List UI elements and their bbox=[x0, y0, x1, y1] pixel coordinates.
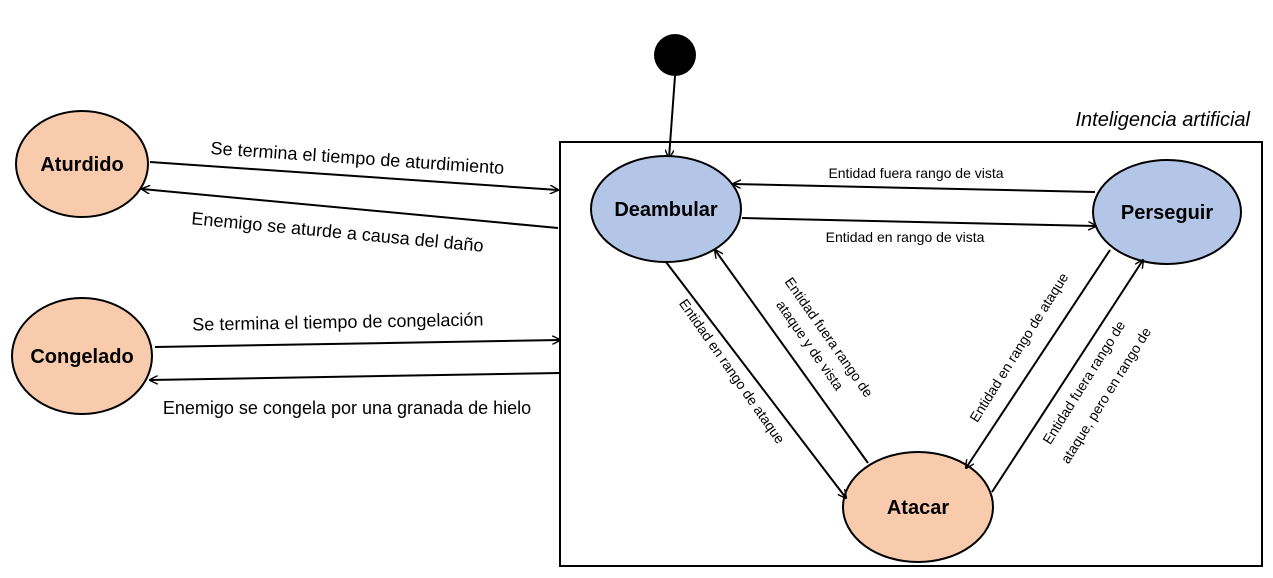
transition-ai-to-congelado-arrow bbox=[150, 372, 561, 380]
state-atacar: Atacar bbox=[842, 451, 994, 563]
transition-ai-to-aturdido-arrow bbox=[142, 189, 559, 229]
ai-region-title: Inteligencia artificial bbox=[1075, 109, 1250, 131]
transition-deambular-to-perseguir-arrow bbox=[741, 217, 1096, 226]
transition-stunned-label: Enemigo se aturde a causa del daño bbox=[191, 208, 485, 256]
transition-aturdido-to-ai-arrow bbox=[149, 161, 558, 190]
svg-text:Aturdido: Aturdido bbox=[40, 154, 123, 176]
ai-region-frame bbox=[559, 141, 1263, 567]
state-perseguir: Perseguir bbox=[1092, 159, 1242, 265]
transition-deambular-to-atacar-arrow bbox=[665, 261, 846, 498]
transition-in-attack-chase-label: Entidad en rango de ataque bbox=[966, 270, 1071, 425]
state-congelado: Congelado bbox=[11, 297, 153, 415]
svg-text:Congelado: Congelado bbox=[30, 346, 133, 368]
transition-atacar-to-perseguir-arrow bbox=[991, 260, 1143, 493]
state-aturdido: Aturdido bbox=[15, 110, 149, 218]
transition-aturdido-end-label: Se termina el tiempo de aturdimiento bbox=[210, 138, 505, 178]
initial-transition-arrow bbox=[669, 75, 676, 158]
transition-lost-sight-label: Entidad fuera rango de vista bbox=[828, 165, 1003, 181]
state-deambular: Deambular bbox=[590, 155, 742, 263]
initial-state bbox=[654, 34, 696, 76]
svg-text:Deambular: Deambular bbox=[614, 199, 718, 221]
svg-text:Atacar: Atacar bbox=[887, 497, 949, 519]
transition-frozen-label: Enemigo se congela por una granada de hi… bbox=[163, 398, 531, 418]
transition-perseguir-to-atacar-arrow bbox=[966, 249, 1111, 468]
svg-text:Perseguir: Perseguir bbox=[1121, 202, 1213, 224]
transition-in-attack-wander-label: Entidad en rango de ataque bbox=[676, 296, 788, 447]
transition-atacar-to-deambular-arrow bbox=[715, 250, 869, 464]
transition-perseguir-to-deambular-arrow bbox=[733, 184, 1096, 193]
transition-congelado-to-ai-arrow bbox=[154, 340, 560, 348]
transition-in-sight-label: Entidad en rango de vista bbox=[826, 229, 985, 245]
transition-congelado-end-label: Se termina el tiempo de congelación bbox=[192, 309, 483, 334]
